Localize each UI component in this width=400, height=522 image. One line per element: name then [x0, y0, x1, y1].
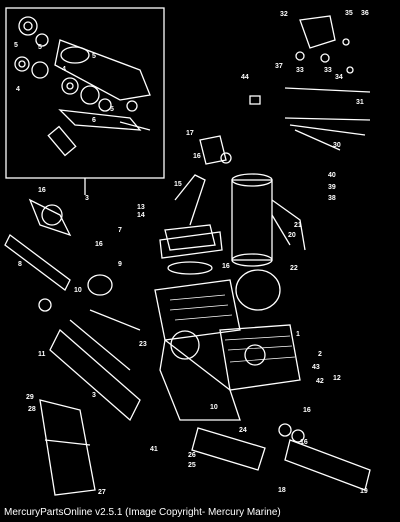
- inset-seal-parts: [14, 16, 151, 157]
- trim-cylinder: [4, 198, 141, 422]
- callout-label: 29: [26, 394, 34, 401]
- callout-label: 42: [316, 378, 324, 385]
- callout-label: 16: [300, 439, 308, 446]
- callout-label: 5: [14, 42, 18, 49]
- callout-label: 34: [335, 74, 343, 81]
- manifold-body: [154, 279, 301, 421]
- callout-label: 23: [139, 341, 147, 348]
- callout-label: 16: [193, 153, 201, 160]
- callout-label: 33: [296, 67, 304, 74]
- callout-label: 24: [239, 427, 247, 434]
- grommet-part: [199, 135, 232, 165]
- callout-label: 39: [328, 184, 336, 191]
- pump-assembly: [235, 269, 281, 311]
- callout-label: 10: [74, 287, 82, 294]
- callout-label: 11: [38, 351, 46, 358]
- callout-label: 25: [188, 462, 196, 469]
- callout-label: 44: [241, 74, 249, 81]
- callout-label: 5: [92, 53, 96, 60]
- callout-label: 43: [312, 364, 320, 371]
- callout-label: 27: [98, 489, 106, 496]
- callout-label: 8: [18, 261, 22, 268]
- relay-and-harness-parts: [249, 15, 371, 151]
- callout-label: 18: [278, 487, 286, 494]
- callout-label: 9: [118, 261, 122, 268]
- callout-label: 38: [328, 195, 336, 202]
- callout-label: 5: [110, 106, 114, 113]
- callout-label: 13: [137, 204, 145, 211]
- o-ring-16: [167, 261, 213, 275]
- callout-label: 41: [150, 446, 158, 453]
- reservoir-cap: [159, 174, 223, 259]
- callout-label: 16: [222, 263, 230, 270]
- trim-motor: [231, 173, 306, 267]
- callout-label: 30: [333, 142, 341, 149]
- callout-label: 35: [345, 10, 353, 17]
- anode-block: [191, 427, 266, 471]
- callout-label: 3: [92, 392, 96, 399]
- callout-label: 19: [360, 488, 368, 495]
- copyright-footer: MercuryPartsOnline v2.5.1 (Image Copyrig…: [4, 507, 281, 518]
- callout-label: 20: [288, 232, 296, 239]
- callout-label: 15: [174, 181, 182, 188]
- callout-label: 12: [333, 375, 341, 382]
- callout-label: 16: [95, 241, 103, 248]
- callout-label: 37: [275, 63, 283, 70]
- callout-label: 4: [62, 66, 66, 73]
- callout-label: 4: [16, 86, 20, 93]
- callout-label: 6: [92, 117, 96, 124]
- callout-label: 33: [324, 67, 332, 74]
- callout-label: 3: [85, 195, 89, 202]
- callout-label: 32: [280, 11, 288, 18]
- callout-label: 26: [188, 452, 196, 459]
- callout-label: 16: [38, 187, 46, 194]
- callout-label: 10: [210, 404, 218, 411]
- callout-label: 36: [361, 10, 369, 17]
- callout-label: 17: [186, 130, 194, 137]
- callout-label: 5: [38, 44, 42, 51]
- callout-label: 22: [290, 265, 298, 272]
- callout-label: 2: [318, 351, 322, 358]
- callout-label: 31: [356, 99, 364, 106]
- callout-label: 28: [28, 406, 36, 413]
- valve-assembly: [284, 439, 371, 491]
- callout-label: 7: [118, 227, 122, 234]
- callout-label: 16: [303, 407, 311, 414]
- mounting-bracket: [39, 399, 96, 496]
- callout-label: 21: [294, 222, 302, 229]
- callout-label: 40: [328, 172, 336, 179]
- callout-label: 1: [296, 331, 300, 338]
- callout-label: 14: [137, 212, 145, 219]
